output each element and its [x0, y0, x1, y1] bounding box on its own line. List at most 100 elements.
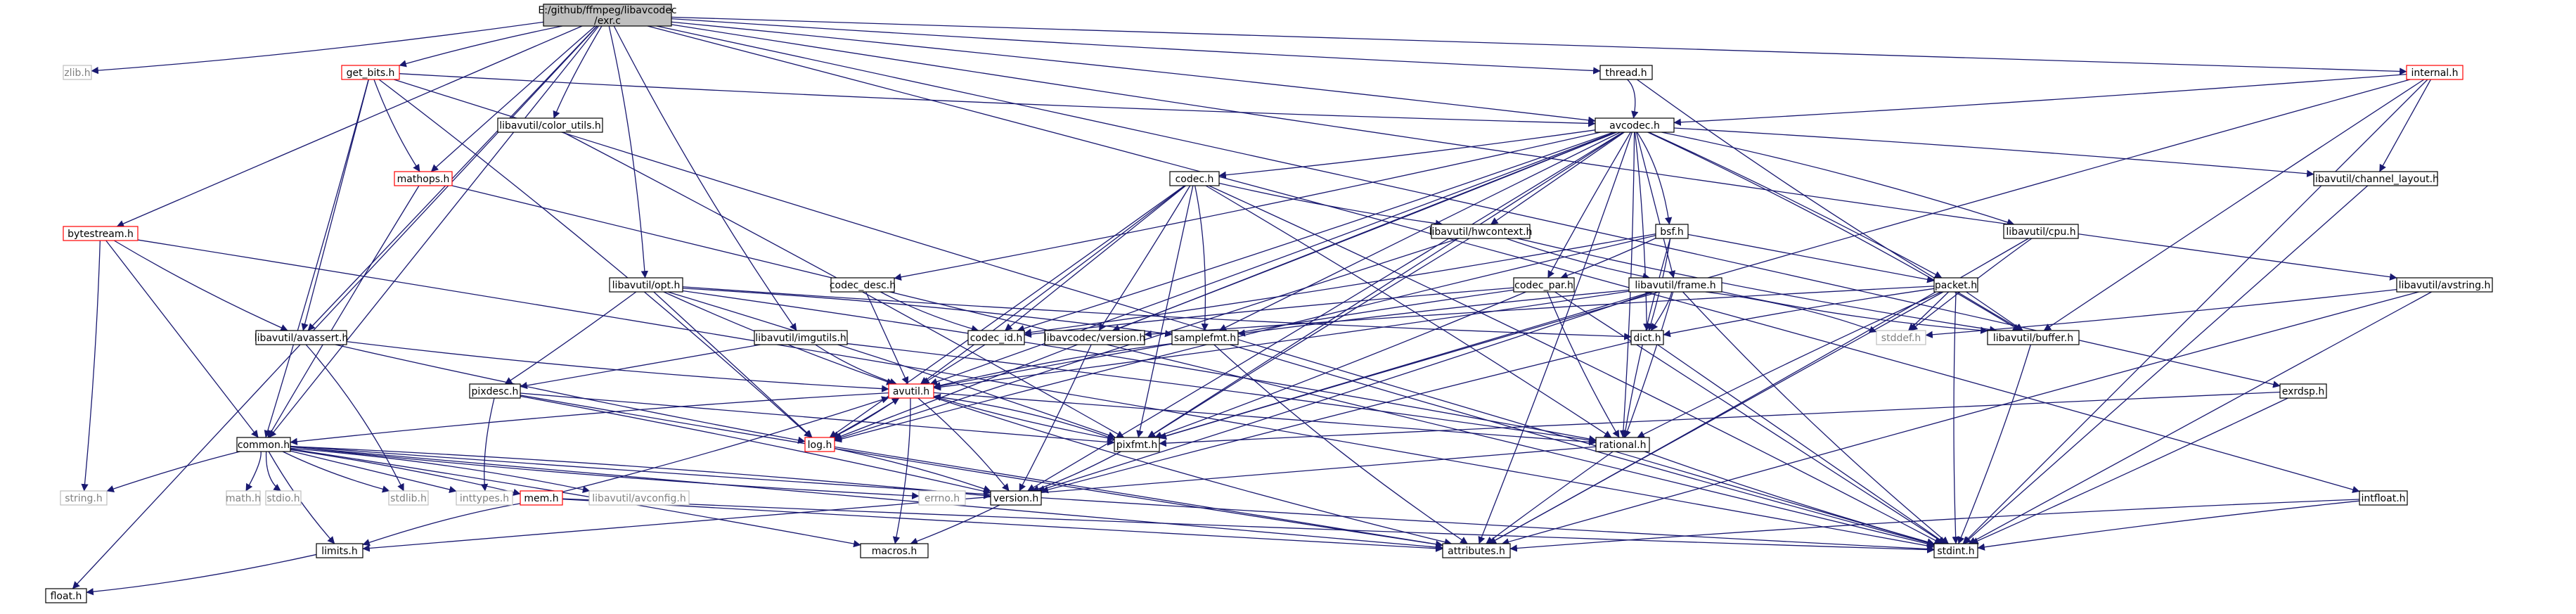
node-pixdesc[interactable]: pixdesc.h	[469, 383, 521, 399]
edge-internal-to-stdint	[1962, 79, 2428, 544]
node-dict[interactable]: dict.h	[1630, 330, 1664, 345]
node-version_c[interactable]: libavcodec/version.h	[1044, 330, 1145, 345]
node-samplefmt-box	[1171, 330, 1239, 345]
node-thread[interactable]: thread.h	[1599, 65, 1653, 80]
node-packet[interactable]: packet.h	[1933, 277, 1978, 293]
edge-internal-to-avcodec	[1673, 73, 2407, 126]
edge-avstring-to-attributes	[1501, 291, 2419, 546]
node-imgutils-box	[754, 330, 848, 345]
node-cpu[interactable]: libavutil/cpu.h	[2003, 224, 2079, 239]
node-codec_par-box	[1513, 277, 1575, 293]
node-buffer[interactable]: libavutil/buffer.h	[1987, 330, 2080, 345]
node-avconfig: libavutil/avconfig.h	[588, 490, 690, 506]
edge-mathops-to-stdint	[451, 185, 1935, 548]
edge-bsf-to-codec_par	[1560, 238, 1656, 279]
node-float[interactable]: float.h	[45, 588, 87, 603]
node-version_c-label: libavcodec/version.h	[1044, 333, 1145, 344]
node-codec_id[interactable]: codec_id.h	[967, 330, 1025, 345]
edge-pixdesc-to-pixfmt	[520, 392, 1115, 446]
node-get_bits[interactable]: get_bits.h	[341, 65, 400, 80]
node-intfloat-label: intfloat.h	[2361, 493, 2405, 504]
edge-common-to-inttypes	[290, 450, 457, 494]
node-exrdsp[interactable]: exrdsp.h	[2279, 383, 2327, 399]
edge-avassert-to-log	[335, 344, 806, 444]
edge-common-to-attributes	[290, 446, 1443, 551]
edge-get_bits-to-avcodec	[399, 73, 1596, 127]
edge-frame-to-pixfmt	[1159, 291, 1652, 440]
node-stdint-label: stdint.h	[1937, 546, 1974, 557]
node-samplefmt[interactable]: samplefmt.h	[1171, 330, 1239, 345]
node-chlayout-box	[2313, 171, 2438, 186]
edge-avcodec-to-codec_id	[1017, 132, 1614, 333]
node-mathops[interactable]: mathops.h	[394, 171, 453, 186]
node-bsf[interactable]: bsf.h	[1655, 224, 1689, 239]
node-mem[interactable]: mem.h	[520, 490, 563, 506]
edge-exr-to-intfloat	[647, 25, 2360, 494]
node-codec_desc[interactable]: codec_desc.h	[830, 277, 896, 293]
node-limits-label: limits.h	[321, 546, 357, 557]
node-version_u[interactable]: version.h	[990, 490, 1042, 506]
edge-avcodec-to-buffer	[1647, 132, 2021, 331]
edge-avcodec-to-log	[834, 132, 1617, 440]
node-pixfmt[interactable]: pixfmt.h	[1114, 437, 1160, 452]
node-attributes[interactable]: attributes.h	[1442, 543, 1511, 558]
node-avassert[interactable]: libavutil/avassert.h	[255, 330, 349, 345]
edge-exr-to-common	[269, 25, 600, 438]
edge-mem-to-attributes	[562, 499, 1443, 552]
node-internal[interactable]: internal.h	[2406, 65, 2464, 80]
node-stdint[interactable]: stdint.h	[1933, 543, 1978, 558]
edge-avutil-to-pixfmt	[933, 395, 1115, 442]
node-float-box	[45, 588, 87, 603]
edge-frame-to-stddef	[1705, 291, 1877, 333]
node-common[interactable]: common.h	[236, 437, 291, 452]
node-avstring-box	[2396, 277, 2493, 293]
edge-codec-to-version_c	[1098, 185, 1191, 331]
node-math-label: math.h	[226, 493, 261, 504]
node-chlayout[interactable]: libavutil/channel_layout.h	[2312, 171, 2439, 186]
edge-avcodec-to-frame	[1635, 132, 1676, 279]
edge-chlayout-to-stdint	[1963, 185, 2369, 544]
edge-get_bits-to-mathops	[373, 79, 420, 172]
node-version_u-box	[990, 490, 1042, 506]
edge-avcodec-to-attributes	[1478, 132, 1632, 544]
node-color_utils[interactable]: libavutil/color_utils.h	[497, 117, 603, 133]
node-hwcontext[interactable]: libavutil/hwcontext.h	[1429, 224, 1533, 239]
edge-bytestream-to-avassert	[113, 240, 288, 331]
node-imgutils[interactable]: libavutil/imgutils.h	[754, 330, 848, 345]
edge-limits-to-float	[86, 554, 317, 596]
node-pixfmt-label: pixfmt.h	[1116, 440, 1157, 451]
edge-avassert-to-avutil	[346, 341, 889, 392]
node-avutil[interactable]: avutil.h	[888, 383, 934, 399]
node-rational[interactable]: rational.h	[1595, 437, 1650, 452]
node-buffer-label: libavutil/buffer.h	[1993, 333, 2073, 344]
node-frame[interactable]: libavutil/frame.h	[1628, 277, 1722, 293]
node-inttypes-box	[456, 490, 513, 506]
edge-packet-to-rational	[1637, 291, 1942, 438]
edge-codec_par-to-codec_id	[1024, 287, 1514, 338]
node-codec[interactable]: codec.h	[1169, 171, 1220, 186]
node-codec_par[interactable]: codec_par.h	[1513, 277, 1575, 293]
node-hwcontext-label: libavutil/hwcontext.h	[1429, 226, 1533, 238]
node-bytestream[interactable]: bytestream.h	[63, 226, 139, 241]
node-bytestream-box	[63, 226, 139, 241]
node-avassert-label: libavutil/avassert.h	[255, 333, 349, 344]
edge-opt-to-rational	[682, 290, 1597, 443]
node-exr[interactable]: E:/github/ffmpeg/libavcodec/exr.c	[538, 4, 677, 27]
edge-avassert-to-stdlib	[305, 344, 404, 492]
node-avstring[interactable]: libavutil/avstring.h	[2396, 277, 2493, 293]
node-opt[interactable]: libavutil/opt.h	[609, 277, 683, 293]
node-macros[interactable]: macros.h	[860, 543, 929, 558]
edge-codec_par-to-rational	[1547, 291, 1620, 438]
node-intfloat-box	[2359, 490, 2408, 506]
node-samplefmt-label: samplefmt.h	[1174, 333, 1236, 344]
node-limits[interactable]: limits.h	[316, 543, 363, 558]
node-zlib-box	[63, 65, 92, 80]
node-zlib-label: zlib.h	[64, 68, 90, 79]
edge-exr-to-internal	[671, 16, 2407, 75]
node-avcodec[interactable]: avcodec.h	[1595, 117, 1675, 133]
node-intfloat[interactable]: intfloat.h	[2359, 490, 2408, 506]
edge-frame-to-stdint	[1682, 291, 1949, 544]
edge-mathops-to-common	[267, 185, 420, 438]
node-stddef: stddef.h	[1876, 330, 1926, 345]
node-log[interactable]: log.h	[804, 437, 835, 452]
